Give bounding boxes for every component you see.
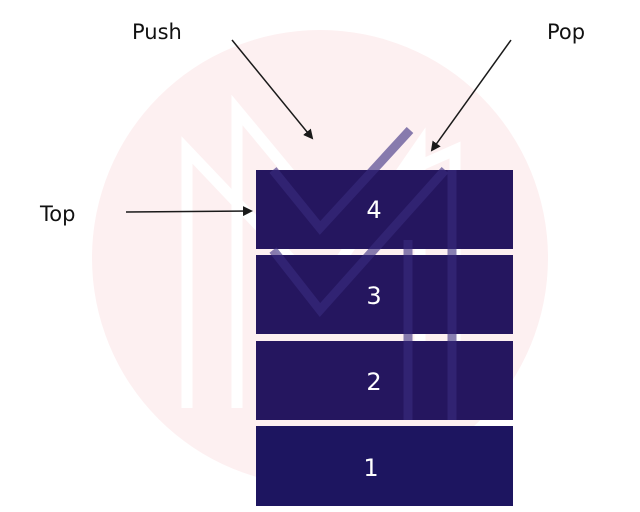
stack-item-3: 3 (256, 255, 513, 334)
pop-arrow (430, 39, 512, 152)
push-arrow (231, 39, 314, 140)
top-arrow (125, 206, 253, 217)
stack-item-1: 1 (256, 426, 513, 506)
stack-item-label: 4 (366, 196, 381, 224)
stack-item-label: 1 (363, 454, 378, 482)
stack: 4 3 2 1 (256, 126, 513, 506)
stack-item-label: 3 (366, 282, 381, 310)
pop-label: Pop (547, 20, 585, 44)
watermark-overlay (269, 126, 457, 420)
push-label: Push (132, 20, 182, 44)
stack-item-label: 2 (366, 368, 381, 396)
top-label: Top (39, 202, 75, 226)
stack-item-2: 2 (256, 341, 513, 420)
